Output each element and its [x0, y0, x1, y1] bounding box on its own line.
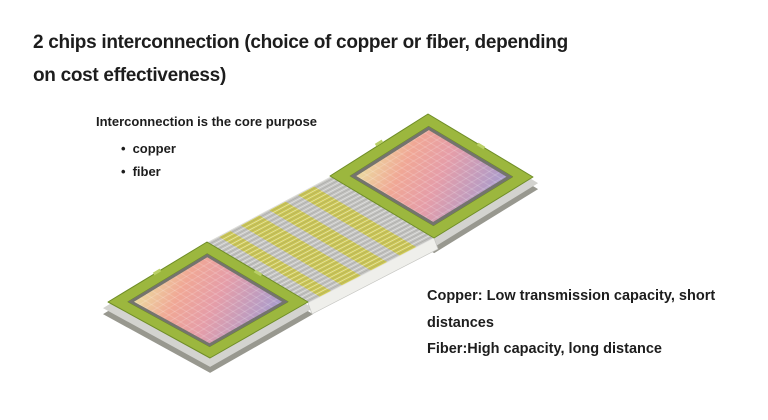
ribbon-edge-highlight	[206, 176, 332, 244]
left-annotation: Interconnection is the core purpose • co…	[96, 112, 396, 183]
bullet-label: fiber	[132, 164, 161, 179]
bullet-dot: •	[121, 164, 126, 179]
bullet-label: copper	[132, 141, 176, 156]
interconnect-ribbon	[206, 176, 439, 315]
left-annotation-bullets: • copper • fiber	[96, 137, 396, 183]
bullet-item-fiber: • fiber	[96, 160, 396, 183]
chip-upper-frame-notch	[476, 142, 486, 150]
chip-upper-die-texture	[356, 130, 507, 222]
bullet-item-copper: • copper	[96, 137, 396, 160]
chip-upper	[329, 113, 534, 239]
chip-lower	[107, 241, 309, 359]
title-line-1: 2 chips interconnection (choice of coppe…	[33, 32, 568, 53]
title-line-2: on cost effectiveness)	[33, 65, 226, 86]
right-note-line-2: distances	[427, 314, 494, 331]
right-note-line-3: Fiber:High capacity, long distance	[427, 341, 662, 357]
bullet-dot: •	[121, 141, 126, 156]
right-note-line-1: Copper: Low transmission capacity, short	[427, 288, 716, 304]
left-annotation-heading: Interconnection is the core purpose	[96, 114, 318, 129]
chip-lower-frame-notch	[253, 269, 263, 277]
right-annotation: Copper: Low transmission capacity, short…	[427, 283, 757, 363]
chip-upper-frame-notch	[374, 139, 384, 147]
chip-lower-die-texture	[134, 257, 282, 344]
slide-title: 2 chips interconnection (choice of coppe…	[33, 26, 733, 92]
chip-lower-frame-notch	[152, 268, 162, 276]
